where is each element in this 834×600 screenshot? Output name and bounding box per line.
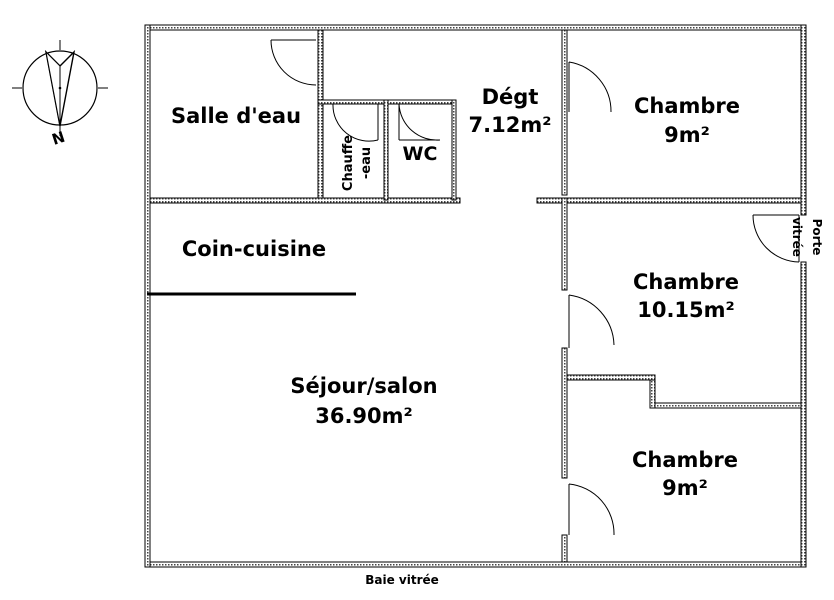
room-area-degt: 7.12m² [469,113,552,137]
room-label-chambre-2: Chambre [633,270,739,294]
label-porte-vitree-line1: Porte [810,219,824,256]
compass-icon [12,40,108,136]
room-label-sejour: Séjour/salon [290,374,437,398]
room-label-wc: WC [403,143,438,165]
compass-north-label: N [50,128,68,149]
room-label-chambre-3: Chambre [632,448,738,472]
room-label-salle-deau: Salle d'eau [171,104,301,128]
room-area-chambre-2: 10.15m² [637,298,735,322]
room-label-chauffe-eau-1: Chauffe [341,135,356,191]
room-area-chambre-1: 9m² [664,123,710,147]
interior-walls [149,29,802,563]
room-label-chauffe-eau-2: -eau [359,147,374,179]
room-area-chambre-3: 9m² [662,476,708,500]
label-baie-vitree: Baie vitrée [365,573,439,587]
room-label-coin-cuisine: Coin-cuisine [182,237,326,261]
room-area-sejour: 36.90m² [315,404,413,428]
room-label-degt: Dégt [482,85,539,109]
exterior-walls [144,24,807,568]
door-swings [270,39,800,536]
room-label-chambre-1: Chambre [634,94,740,118]
label-porte-vitree-line2: vitrée [790,217,804,257]
